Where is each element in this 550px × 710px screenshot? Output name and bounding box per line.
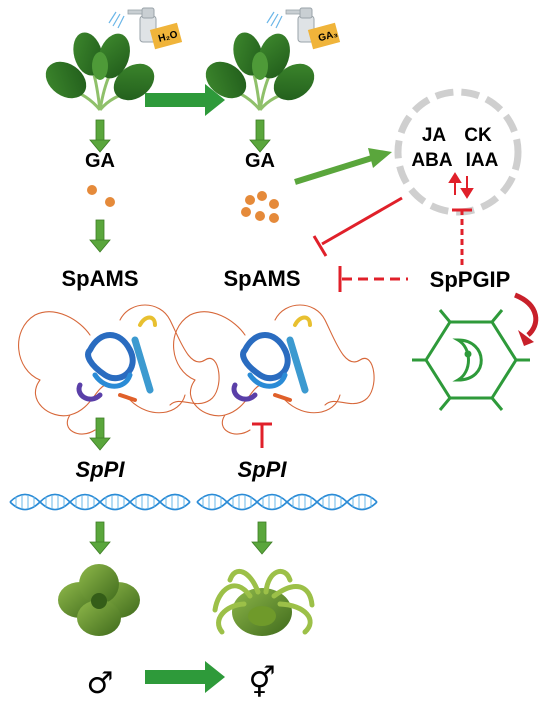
protein-structure-left: [19, 305, 219, 434]
regulator-label: SpPGIP: [430, 267, 511, 292]
transition-arrow-bottom: [145, 661, 225, 693]
hormone-cluster-ring: [394, 88, 522, 216]
sex-symbol-right: ⚥: [248, 665, 275, 701]
inhibition-spams-to-sppi: [252, 422, 272, 448]
hormone-label-left: GA: [85, 150, 115, 172]
arrow-down-icon: [251, 521, 273, 555]
arrow-down-icon: [89, 417, 111, 451]
inhibition-spgip-to-spams: [338, 266, 408, 292]
arrow-down-icon: [249, 119, 271, 153]
ga-dots-right: [241, 191, 279, 223]
hormone-label-right: GA: [245, 150, 275, 172]
protein-structure-right: [174, 305, 374, 434]
transition-arrow-top: [145, 84, 225, 116]
protein-label-right: SpAMS: [224, 266, 301, 291]
gene-label-right: SpPI: [238, 457, 288, 482]
inhibition-spgip-to-hormones: [452, 208, 472, 265]
cell-icon: [412, 309, 530, 411]
activation-arrow-to-hormones: [294, 148, 392, 185]
male-flower-image: [58, 564, 140, 636]
arrow-down-icon: [89, 219, 111, 253]
treatment-label-left: H₂O: [157, 29, 179, 45]
hermaphrodite-flower-image: [212, 568, 315, 636]
dna-icon-right: [196, 493, 378, 511]
hormone-aba: ABA: [411, 150, 452, 171]
arrow-down-icon: [89, 119, 111, 153]
hormone-ck: CK: [464, 125, 492, 146]
curved-arrow-to-cell: [513, 292, 539, 346]
gene-label-left: SpPI: [76, 457, 126, 482]
dna-icon-left: [9, 493, 191, 511]
arrow-down-icon: [89, 521, 111, 555]
hormone-iaa: IAA: [466, 150, 499, 171]
updown-arrows-icon: [448, 172, 474, 199]
protein-label-left: SpAMS: [62, 266, 139, 291]
sex-symbol-left: ♂: [87, 666, 114, 701]
ga-dots-left: [87, 185, 115, 207]
hormone-ja: JA: [422, 125, 447, 146]
treatment-label-right: GA₃: [317, 29, 339, 45]
inhibition-hormones-to-spams: [312, 196, 403, 257]
